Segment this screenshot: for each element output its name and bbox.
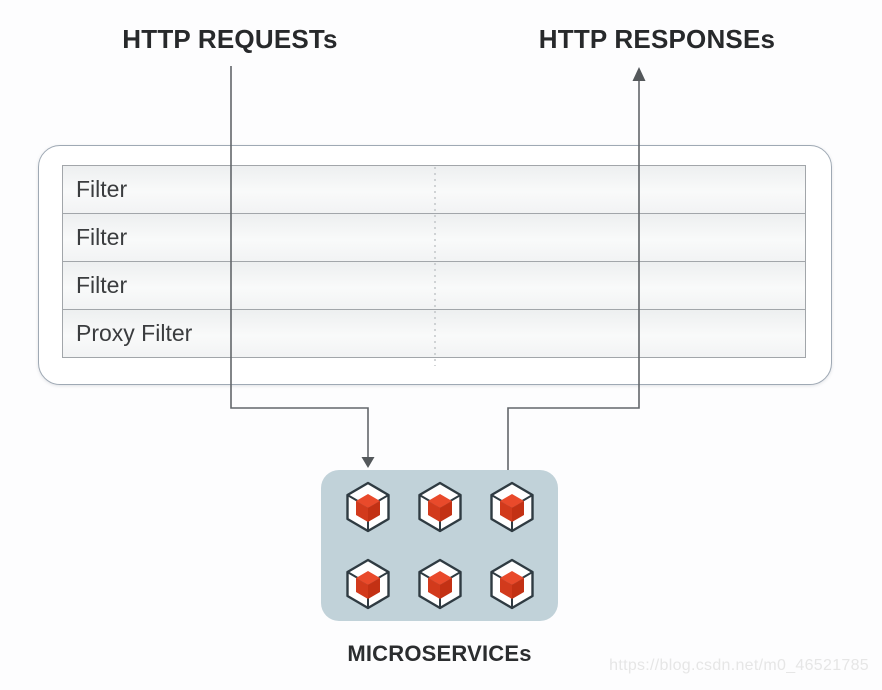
- http-responses-label: HTTP RESPONSEs: [538, 24, 776, 54]
- down-arrowhead: [361, 457, 375, 468]
- filter-rows: Filter Filter Filter Proxy Filter: [62, 165, 806, 358]
- filter-row: Proxy Filter: [62, 309, 806, 358]
- filter-row-label: Filter: [76, 176, 128, 202]
- proxy-filter-row-label: Proxy Filter: [76, 320, 193, 346]
- filter-row-label: Filter: [76, 224, 128, 250]
- watermark: https://blog.csdn.net/m0_46521785: [609, 657, 869, 674]
- microservices-box: [321, 470, 558, 621]
- filter-row-label: Filter: [76, 272, 128, 298]
- microservice-cube-icon: [489, 481, 535, 533]
- microservice-cube-icon: [417, 558, 463, 610]
- microservice-cube-icon: [489, 558, 535, 610]
- microservice-cube-icon: [345, 558, 391, 610]
- microservice-cube-icon: [417, 481, 463, 533]
- microservices-cube-grid: [321, 470, 558, 610]
- filter-stack-box: Filter Filter Filter Proxy Filter: [38, 145, 832, 385]
- microservices-label: MICROSERVICEs: [347, 641, 532, 666]
- microservice-cube-icon: [345, 481, 391, 533]
- http-requests-label: HTTP REQUESTs: [122, 24, 338, 54]
- filter-row: Filter: [62, 261, 806, 310]
- filter-row: Filter: [62, 213, 806, 262]
- filter-row: Filter: [62, 165, 806, 214]
- up-arrowhead: [632, 67, 646, 81]
